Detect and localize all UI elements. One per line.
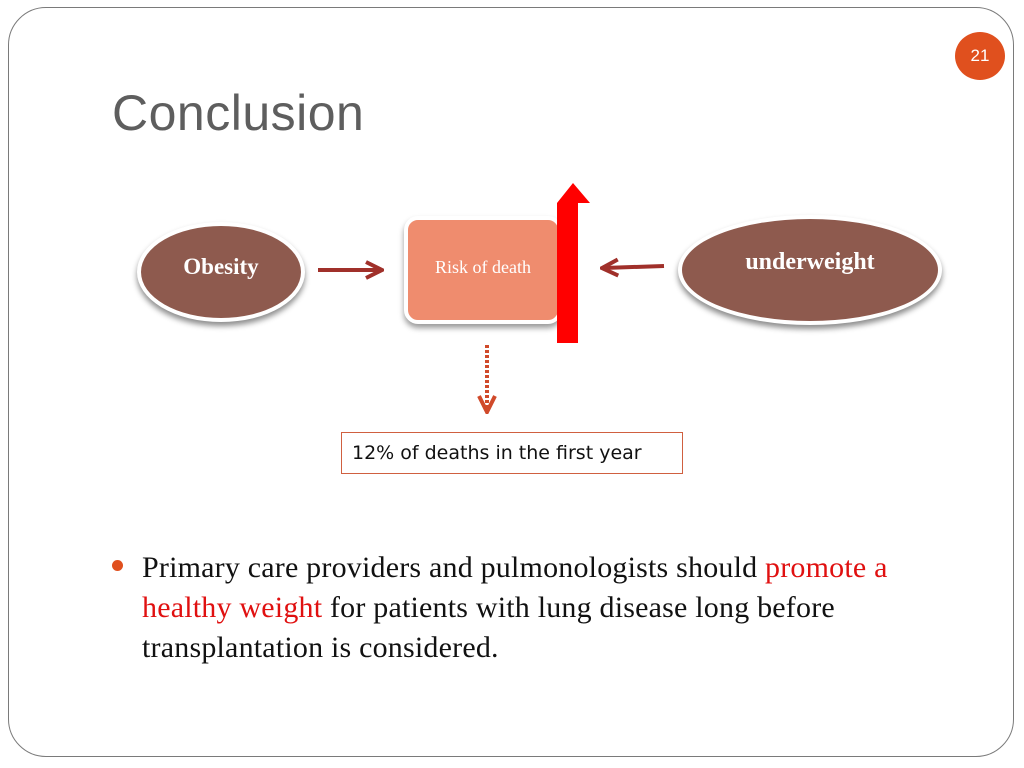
increase-up-arrow-icon (557, 183, 590, 343)
slide-frame (8, 7, 1014, 757)
risk-of-death-node: Risk of death (404, 216, 562, 324)
slide-title: Conclusion (112, 85, 365, 141)
bullet-text-part2: for patients with lung disease long befo… (142, 591, 835, 664)
obesity-node: Obesity (137, 222, 305, 322)
bullet-item: Primary care providers and pulmonologist… (142, 548, 972, 668)
bullet-icon (112, 560, 123, 571)
bullet-list: Primary care providers and pulmonologist… (112, 548, 972, 668)
outcome-box: 12% of deaths in the first year (341, 432, 683, 474)
underweight-node: underweight (678, 215, 942, 325)
arrow-underweight-to-risk (604, 266, 665, 268)
bullet-text-part1: Primary care providers and pulmonologist… (142, 551, 766, 584)
page-number-badge: 21 (955, 32, 1005, 80)
bullet-highlight: promote a healthy weight (142, 551, 888, 624)
